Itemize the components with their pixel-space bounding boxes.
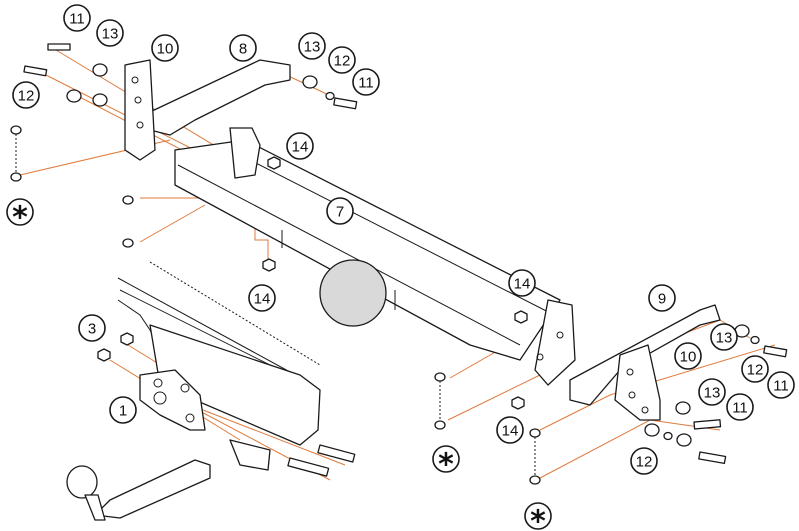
callout-circle	[508, 269, 536, 297]
callout-7: 7	[326, 197, 354, 225]
asterisk-circle	[432, 445, 460, 473]
callout-12: 12	[12, 81, 40, 109]
callout-number: 11	[358, 75, 374, 92]
nuts	[97, 156, 528, 410]
callout-number: 1	[119, 403, 127, 420]
asterisk-symbol: *	[438, 448, 454, 483]
callout-12: 12	[630, 447, 658, 475]
callout-circle	[726, 393, 754, 421]
callout-11: 11	[767, 371, 795, 399]
callout-circle	[286, 132, 314, 160]
callout-circle	[78, 314, 106, 342]
callout-number: 10	[680, 349, 697, 366]
callout-13: 13	[96, 19, 124, 47]
callout-number: 13	[704, 385, 721, 402]
callout-number: 13	[304, 39, 321, 56]
callout-14: 14	[508, 269, 536, 297]
callout-circle	[328, 46, 356, 74]
callout-number: 12	[747, 362, 764, 379]
callout-10: 10	[674, 342, 702, 370]
callout-circle	[63, 4, 91, 32]
callout-number: 10	[157, 41, 174, 58]
callout-number: 14	[514, 276, 531, 293]
callout-number: 3	[88, 321, 96, 338]
callout-number: 12	[636, 454, 653, 471]
callout-number: 12	[18, 88, 35, 105]
callout-12: 12	[328, 46, 356, 74]
callout-number: 13	[102, 26, 119, 43]
callout-12: 12	[741, 355, 769, 383]
callout-circle	[630, 447, 658, 475]
callout-number: 14	[502, 423, 519, 440]
callout-circle	[12, 81, 40, 109]
callout-number: 11	[69, 11, 85, 28]
callout-14: 14	[496, 416, 524, 444]
asterisk-symbol: *	[12, 201, 28, 236]
bolts	[23, 43, 788, 477]
callout-number: 13	[716, 330, 733, 347]
callout-10: 10	[151, 34, 179, 62]
callout-13: 13	[298, 32, 326, 60]
callout-circle	[352, 68, 380, 96]
callout-number: 7	[336, 204, 344, 221]
callout-circle	[767, 371, 795, 399]
callout-circle	[741, 355, 769, 383]
left-side-bracket	[124, 59, 291, 179]
vehicle-chassis-rail	[117, 261, 321, 446]
asterisk-marker: *	[6, 198, 34, 236]
asterisk-marker: *	[524, 502, 552, 531]
callout-labels: 11 13 10 12 8 13 12 11 14 7 14 3 1 14 9 10 13 12 11 13 11 14 1…	[12, 4, 795, 475]
callout-number: 8	[239, 41, 247, 58]
callout-number: 14	[254, 291, 271, 308]
tow-ball-neck	[66, 459, 211, 521]
callout-circle	[496, 416, 524, 444]
callout-number: 11	[773, 378, 789, 395]
callout-number: 11	[732, 400, 748, 417]
callout-11: 11	[726, 393, 754, 421]
callout-13: 13	[698, 378, 726, 406]
right-side-bracket	[534, 299, 721, 421]
callout-circle	[698, 378, 726, 406]
asterisk-circle	[524, 502, 552, 530]
callout-13: 13	[710, 323, 738, 351]
callout-circle	[96, 19, 124, 47]
callout-circle	[248, 284, 276, 312]
cross-beam	[174, 139, 561, 361]
callout-number: 9	[658, 291, 666, 308]
callout-circle	[298, 32, 326, 60]
callout-circle	[674, 342, 702, 370]
callout-8: 8	[229, 34, 257, 62]
callout-circle	[710, 323, 738, 351]
callout-14: 14	[248, 284, 276, 312]
callout-14: 14	[286, 132, 314, 160]
callout-9: 9	[648, 284, 676, 312]
footnote-markers: * * *	[6, 198, 552, 531]
asterisk-marker: *	[432, 445, 460, 483]
callout-circle	[326, 197, 354, 225]
coupling-plate	[139, 369, 271, 471]
callout-circle	[229, 34, 257, 62]
callout-1: 1	[109, 396, 137, 424]
asterisk-symbol: *	[530, 505, 546, 531]
callout-circle	[109, 396, 137, 424]
callout-11: 11	[352, 68, 380, 96]
washers	[66, 63, 760, 447]
callout-circle	[648, 284, 676, 312]
callout-number: 12	[334, 53, 351, 70]
callout-number: 14	[292, 139, 309, 156]
beam-marker-circle	[319, 259, 387, 327]
screws	[10, 125, 541, 485]
callout-3: 3	[78, 314, 106, 342]
callout-circle	[151, 34, 179, 62]
callout-11: 11	[63, 4, 91, 32]
asterisk-circle	[6, 198, 34, 226]
